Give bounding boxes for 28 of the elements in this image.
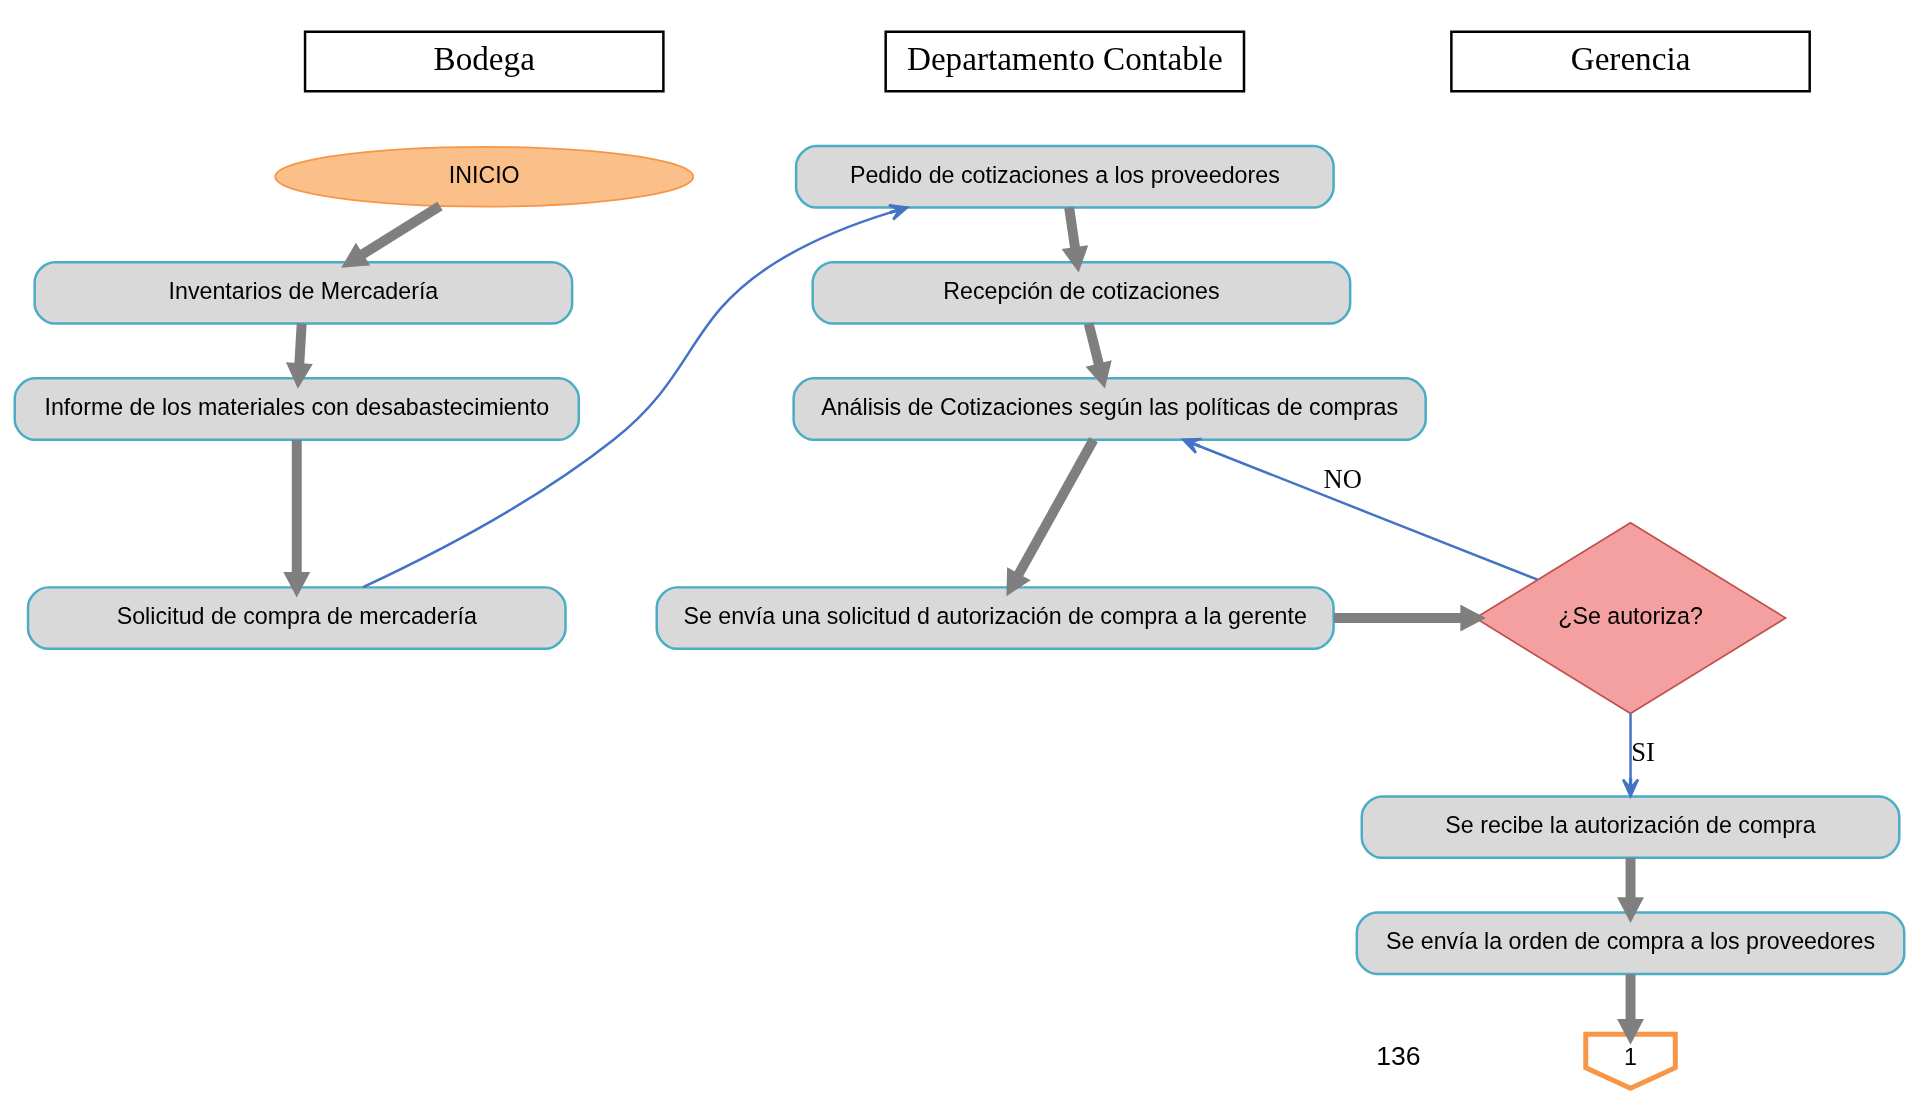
node-box: Informe de los materiales con desabastecimiento <box>13 377 581 441</box>
node-box: Gerencia <box>1450 30 1811 93</box>
arrow <box>1621 713 1640 798</box>
node-box: Departamento Contable <box>884 30 1246 93</box>
arrow <box>1083 322 1112 389</box>
node-box: Pedido de cotizaciones a los proveedores <box>794 144 1335 209</box>
arrow <box>1006 437 1098 597</box>
label: 136 <box>1376 1040 1421 1071</box>
edge-label: NO <box>1323 463 1362 494</box>
arrow <box>283 439 311 598</box>
node-ellipse: INICIO <box>274 146 695 208</box>
arrow <box>1181 437 1539 581</box>
arrow <box>362 203 909 589</box>
node-box: Recepción de cotizaciones <box>811 260 1352 325</box>
arrow <box>1333 604 1486 632</box>
arrow <box>1061 206 1089 273</box>
node-box: Se envía la orden de compra a los proveedores <box>1355 911 1906 976</box>
node-box: Solicitud de compra de mercadería <box>26 586 567 650</box>
node-box: Bodega <box>303 30 665 93</box>
arrow <box>341 201 443 268</box>
node-box: Inventarios de Mercadería <box>33 260 574 325</box>
node-box: Se envía una solicitud d autorización de compra a la gerente <box>655 586 1335 650</box>
arrow <box>1617 857 1644 923</box>
arrow <box>1617 974 1644 1045</box>
edge-label: SI <box>1631 737 1655 768</box>
node-box: Se recibe la autorización de compra <box>1360 795 1901 860</box>
arrow <box>285 323 313 389</box>
node-box: Análisis de Cotizaciones según las políticas de compras <box>792 377 1427 441</box>
